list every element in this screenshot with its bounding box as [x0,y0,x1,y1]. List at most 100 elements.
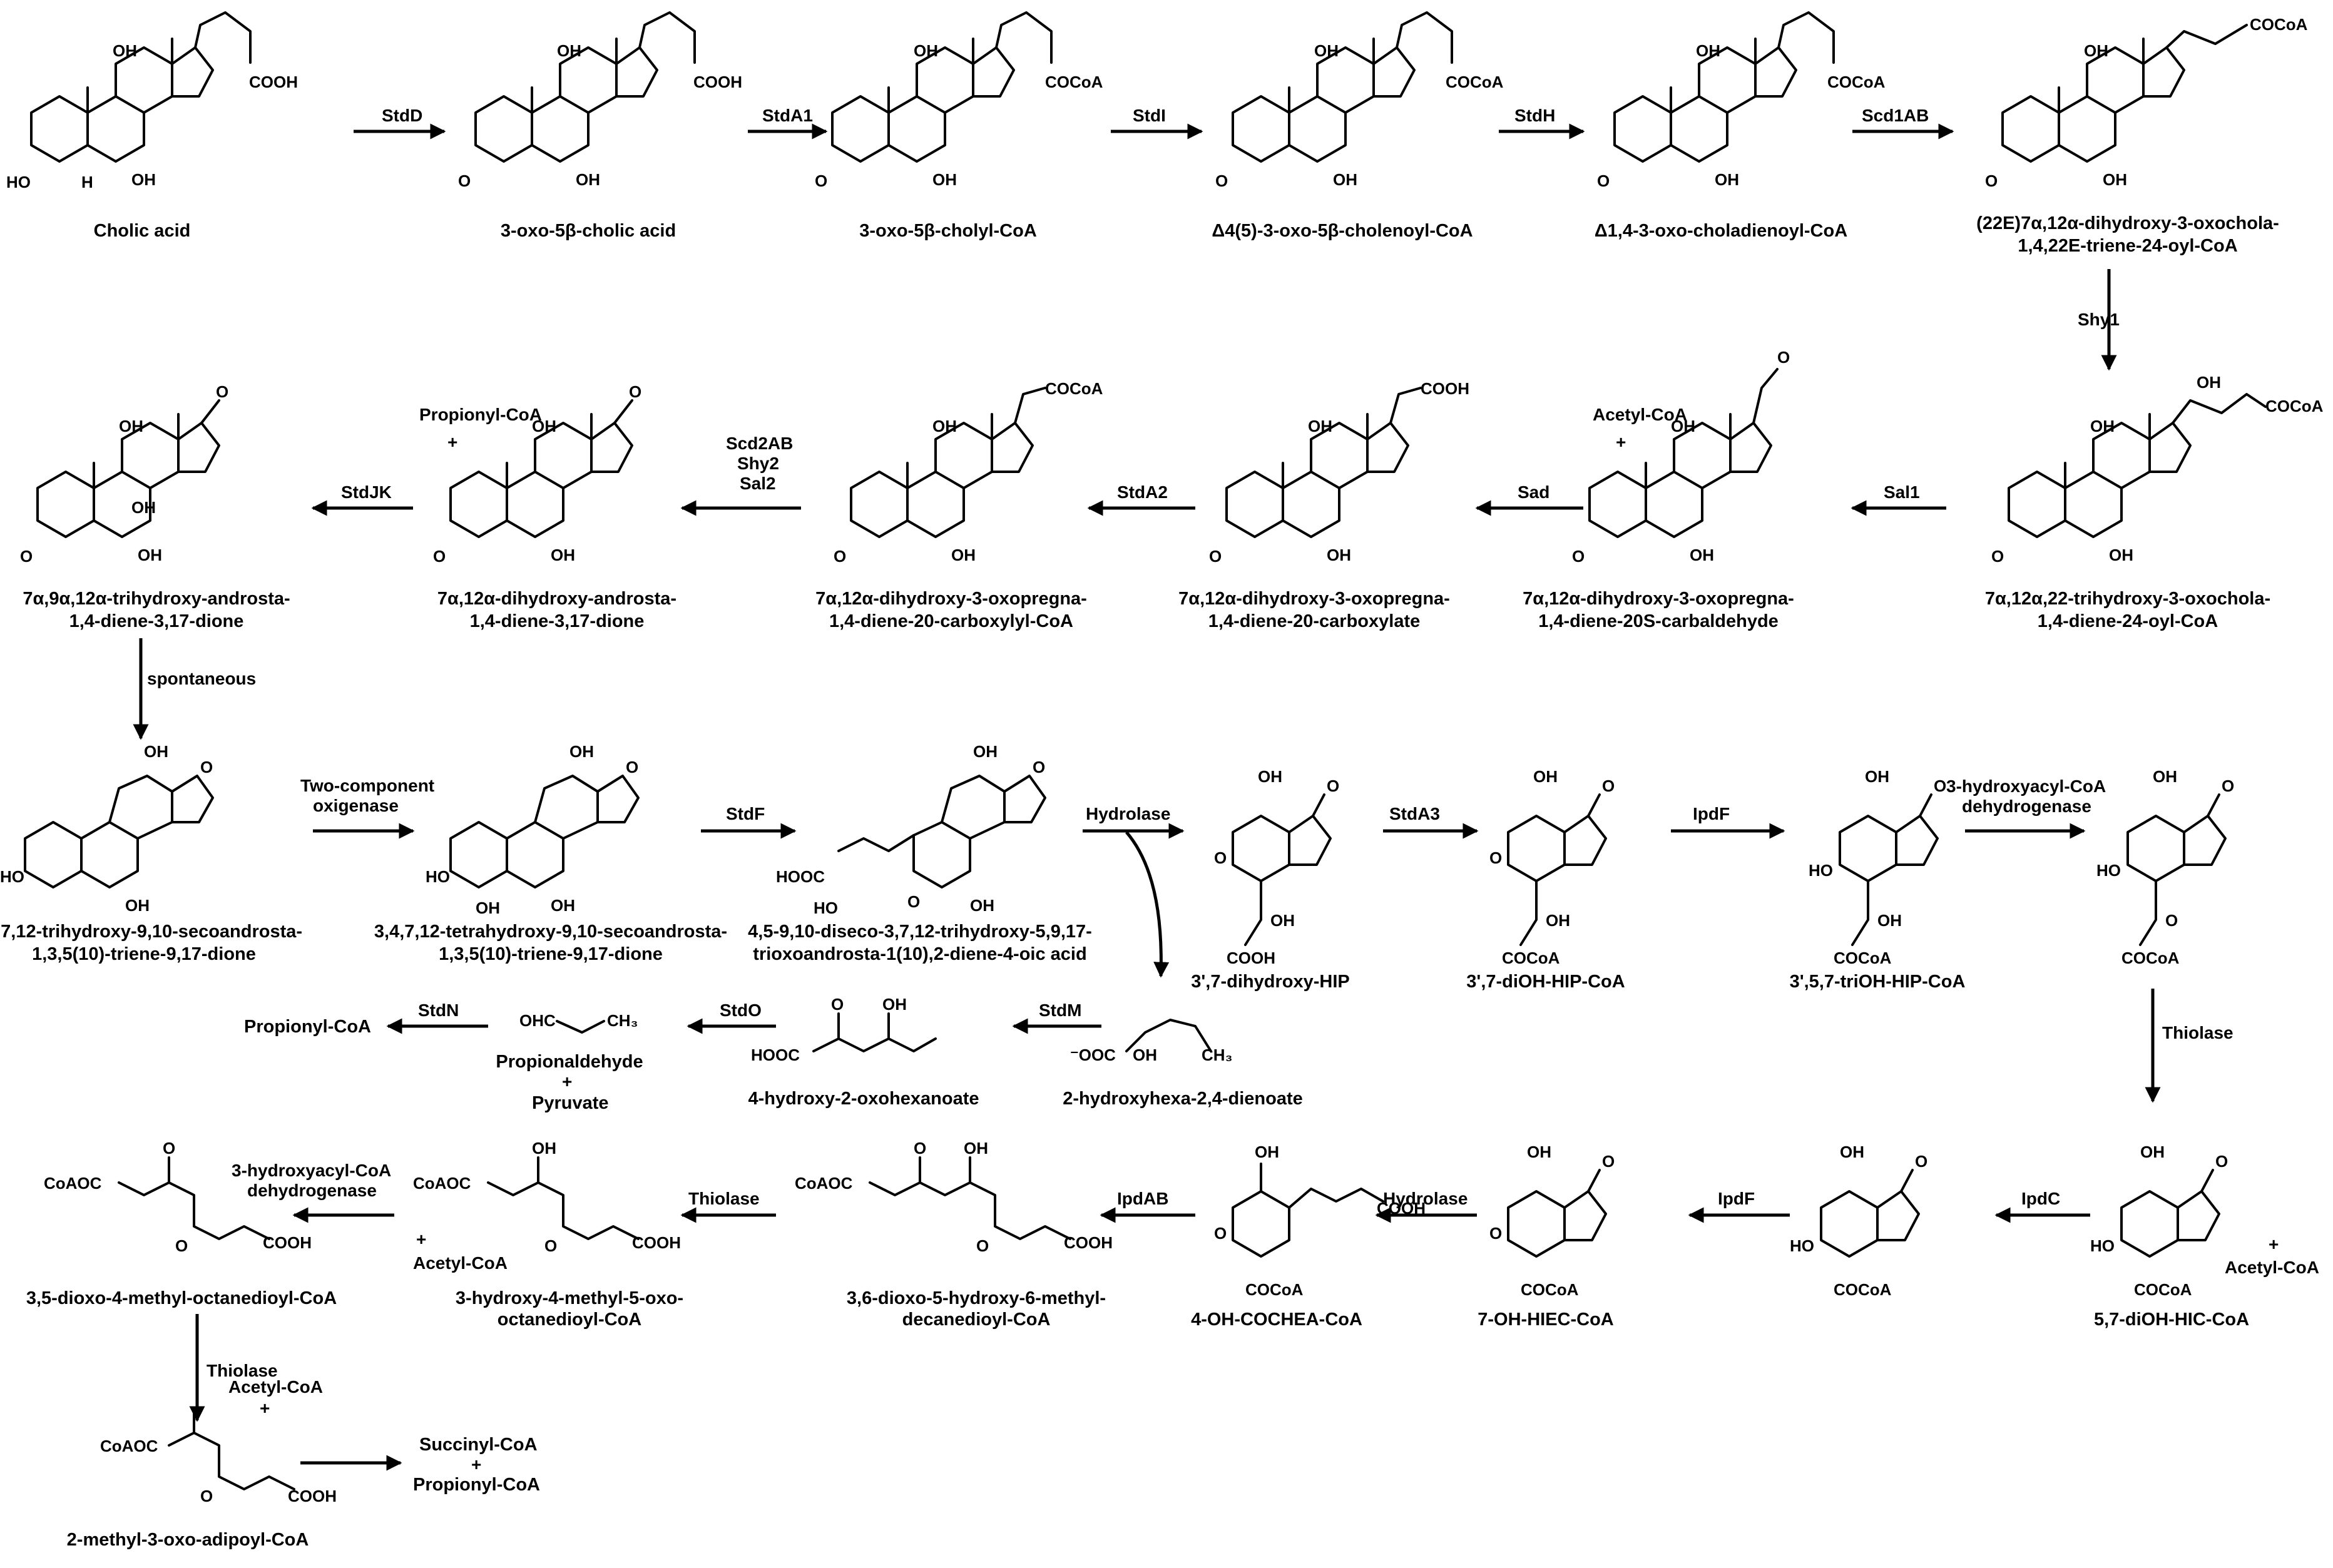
atom-oh: OH [113,41,137,60]
svg-text:OH: OH [1840,1143,1864,1161]
label-androsta-diene-dione-line1: 7α,12α-dihydroxy-androsta- [437,589,676,609]
svg-text:O: O [200,758,213,776]
svg-text:⁻OOC: ⁻OOC [1070,1046,1116,1064]
label-trihydroxy-oxochola-line1: 7α,12α,22-trihydroxy-3-oxochola- [1985,589,2270,609]
label-trihydroxy-androsta-line1: 7α,9α,12α-trihydroxy-androsta- [23,589,290,609]
enzyme-label: IpdAB [1117,1189,1168,1208]
product-propionyl-coa: Propionyl-CoA [413,1475,540,1495]
svg-text:O: O [1033,758,1045,776]
reaction-arrow: IpdC [1994,1189,2090,1223]
label-pregna-carbaldehyde-line2: 1,4-diene-20S-carbaldehyde [1538,611,1779,631]
svg-text:COCoA: COCoA [2134,1280,2192,1299]
reaction-arrow: Thiolase [680,1189,776,1223]
enzyme-label: oxigenase [313,796,399,815]
compound-cholic-acid: COOH OH HO OH H [6,11,298,191]
label-dioh-hip-coa: 3',7-diOH-HIP-CoA [1466,972,1625,992]
reaction-arrow: StdA1 [748,106,828,140]
plus-sign: + [260,1398,270,1418]
svg-text:O: O [2165,911,2178,930]
svg-text:COCoA: COCoA [1827,73,1886,91]
cosubstrate-acetyl-coa: Acetyl-CoA [1593,405,1687,424]
svg-text:COOH: COOH [1227,949,1275,967]
reaction-arrow: Two-component oxigenase [300,776,434,839]
svg-text:OH: OH [964,1139,988,1158]
label-cholic-acid: Cholic acid [94,221,191,241]
svg-text:COOH: COOH [1064,1233,1113,1252]
compound-2-hydroxyhexa-2-4-dienoate: ⁻OOC OH CH₃ [1070,1019,1233,1064]
enzyme-label: spontaneous [147,669,256,688]
compound-dioxo-hydroxy-methyl-decanedioyl-coa: CoAOC O OH O COOH [795,1139,1113,1255]
compound-3-oxo-5b-cholyl-coa: COCoA OH O OH [815,11,1103,190]
svg-text:CH₃: CH₃ [607,1011,638,1030]
compound-hydroxy-methyl-oxo-octanedioyl-coa: CoAOC OH O COOH [413,1139,681,1255]
svg-text:OH: OH [914,41,938,60]
label-pregna-carboxylate-line1: 7α,12α-dihydroxy-3-oxopregna- [1178,589,1450,609]
svg-text:O: O [626,758,638,776]
svg-text:O: O [1934,776,1946,795]
label-3-oxo-5b-cholic-acid: 3-oxo-5β-cholic acid [501,221,676,241]
enzyme-label: StdD [382,106,422,125]
reaction-arrow: Shy1 [2078,269,2120,371]
svg-text:O: O [831,995,844,1014]
reaction-arrow: Scd2AB Shy2 Sal2 [680,434,801,516]
compound-22-hydroxy-24-oyl-coa: OH COCoA OH O OH [1991,373,2324,566]
svg-text:OH: OH [932,170,957,189]
compound-hydroxy-intermediate: OH O HO COCoA [1790,1143,1927,1299]
label-delta4-cholenoyl-coa: Δ4(5)-3-oxo-5β-cholenoyl-CoA [1212,221,1473,241]
svg-text:O: O [1214,1224,1227,1243]
svg-text:OH: OH [932,417,957,435]
svg-text:COCoA: COCoA [2121,949,2180,967]
label-trioh-hip-coa: 3',5,7-triOH-HIP-CoA [1790,972,1966,992]
svg-text:OH: OH [1258,767,1282,786]
label-pregna-carboxylate-line2: 1,4-diene-20-carboxylate [1208,611,1420,631]
enzyme-label: Shy2 [737,454,779,473]
reaction-arrow: Scd1AB [1852,106,1954,140]
svg-text:COCoA: COCoA [1245,1280,1304,1299]
svg-text:OH: OH [144,742,168,761]
svg-text:OH: OH [2109,546,2133,564]
reaction-arrow: 3-hydroxyacyl-CoA dehydrogenase [1946,776,2106,839]
svg-text:OH: OH [557,41,581,60]
svg-text:COCoA: COCoA [2250,15,2308,34]
label-secoandrosta-tetrahydroxy-line1: 3,4,7,12-tetrahydroxy-9,10-secoandrosta- [374,922,727,942]
compound-7-oh-hiec-coa: OH O O COCoA [1489,1143,1615,1299]
svg-text:O: O [175,1236,188,1255]
svg-text:COOH: COOH [263,1233,312,1252]
svg-text:OH: OH [1696,41,1720,60]
svg-text:CoAOC: CoAOC [44,1174,102,1193]
svg-text:OH: OH [1671,417,1695,435]
reaction-arrow: StdA2 [1087,482,1195,516]
svg-text:COCoA: COCoA [2265,397,2324,415]
svg-text:O: O [1602,1152,1615,1171]
reaction-arrow: IpdF [1671,804,1785,839]
compound-trioh-hip-coa: OH O HO OH COCoA [1809,767,1946,967]
enzyme-label: dehydrogenase [1962,797,2091,816]
label-pyruvate: Pyruvate [532,1093,609,1113]
svg-text:O: O [1985,171,1998,190]
svg-text:O: O [1489,848,1502,867]
atom-cooh: COOH [249,73,298,91]
svg-text:HO: HO [1790,1236,1814,1255]
reaction-arrow: StdO [687,1000,776,1034]
label-diseco-trioxoandrosta-line2: trioxoandrosta-1(10),2-diene-4-oic acid [753,944,1086,964]
svg-text:O: O [163,1139,175,1158]
svg-text:OH: OH [1327,546,1351,564]
label-22e-triene-24-oyl-coa-line2: 1,4,22E-triene-24-oyl-CoA [2018,236,2237,256]
reaction-arrow: StdD [354,106,446,140]
enzyme-label: dehydrogenase [247,1181,377,1200]
svg-text:OH: OH [1690,546,1714,564]
svg-text:OH: OH [119,417,143,435]
svg-text:OH: OH [1865,767,1889,786]
label-decanedioyl-coa-line2: decanedioyl-CoA [902,1310,1051,1330]
svg-text:OH: OH [2140,1143,2165,1161]
plus-sign: + [1616,432,1626,452]
svg-text:O: O [1777,348,1790,367]
reaction-arrow: Thiolase [2145,989,2233,1103]
svg-text:COOH: COOH [1421,379,1469,398]
svg-text:O: O [20,547,33,566]
svg-text:O: O [1602,776,1615,795]
compound-pregna-20-carboxylyl-coa: COCoA OH O OH [834,379,1103,566]
enzyme-label: Scd1AB [1862,106,1929,125]
label-pregna-carboxylyl-coa-line1: 7α,12α-dihydroxy-3-oxopregna- [815,589,1087,609]
reaction-arrow-branch: Hydrolase [1083,804,1185,978]
